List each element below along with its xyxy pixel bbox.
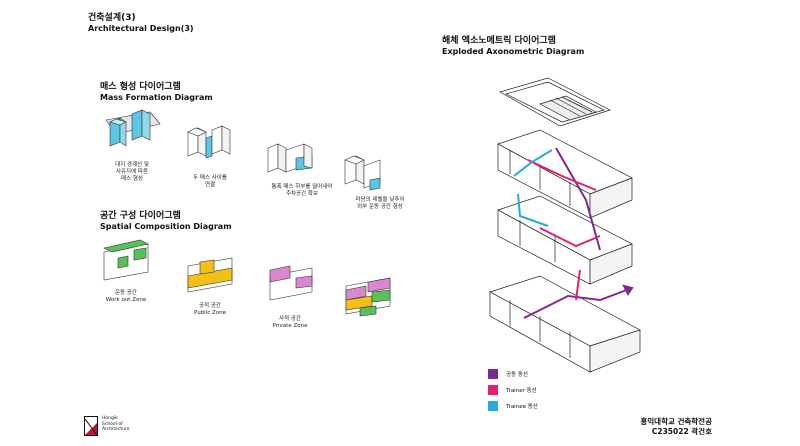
zone-3-model [269,265,313,301]
school-logo: Hongik School of Architecture [84,416,130,436]
mass-step-3-caption: 통폭 매스 하부를 덜어내어 주차공간 확보 [271,184,333,197]
header-title-kr: 건축설계(3) [88,13,136,23]
spatial-title-kr: 공간 구성 다이어그램 [100,211,181,221]
mass-title-kr: 매스 형성 다이어그램 [100,82,181,92]
circulation-trainee [513,149,553,227]
axonometric-level-1 [489,275,641,373]
legend-item-trainer: Trainer 동선 [488,385,537,395]
zone-4-model [345,277,391,317]
legend-item-trainee: Trainee 동선 [488,401,538,411]
mass-step-2-caption: 두 매스 사이를 연결 [193,175,227,188]
legend-swatch [488,401,498,411]
footer-student: C235022 곽건호 [651,427,712,436]
logo-text: Hongik School of Architecture [102,416,130,432]
mass-step-4-caption: 마당의 레벨을 낮추어 외부 운동 공간 형성 [355,197,405,210]
header-title-en: Architectural Design(3) [88,24,194,33]
zone-2-model [187,257,233,293]
legend-swatch [488,369,498,379]
zone-3-caption: 사적 공간 Private Zone [272,316,308,329]
mass-step-4-model [344,155,381,191]
footer-school: 홍익대학교 건축학전공 [640,417,712,426]
axonometric-roof [499,77,611,127]
mass-step-1-model [105,109,161,147]
mass-step-3-model [267,143,313,173]
circulation-trainer [527,159,601,301]
zone-1-caption: 운동 공간 Work out Zone [105,290,147,303]
circulation-shared [523,147,634,319]
spatial-title-en: Spatial Composition Diagram [100,222,232,231]
zone-2-caption: 공적 공간 Public Zone [193,303,227,316]
exploded-title-en: Exploded Axonometric Diagram [442,47,585,56]
zone-1-model [103,239,149,281]
legend-swatch [488,385,498,395]
mass-step-1-caption: 대지 경계선 및 사유지에 따른 매스 형성 [115,162,149,182]
mass-step-2-model [187,125,231,159]
legend-item-shared: 공동 동선 [488,369,528,379]
logo-mark-icon [84,416,98,436]
exploded-title-kr: 해체 엑소노메트릭 다이어그램 [442,36,556,46]
mass-title-en: Mass Formation Diagram [100,93,213,102]
